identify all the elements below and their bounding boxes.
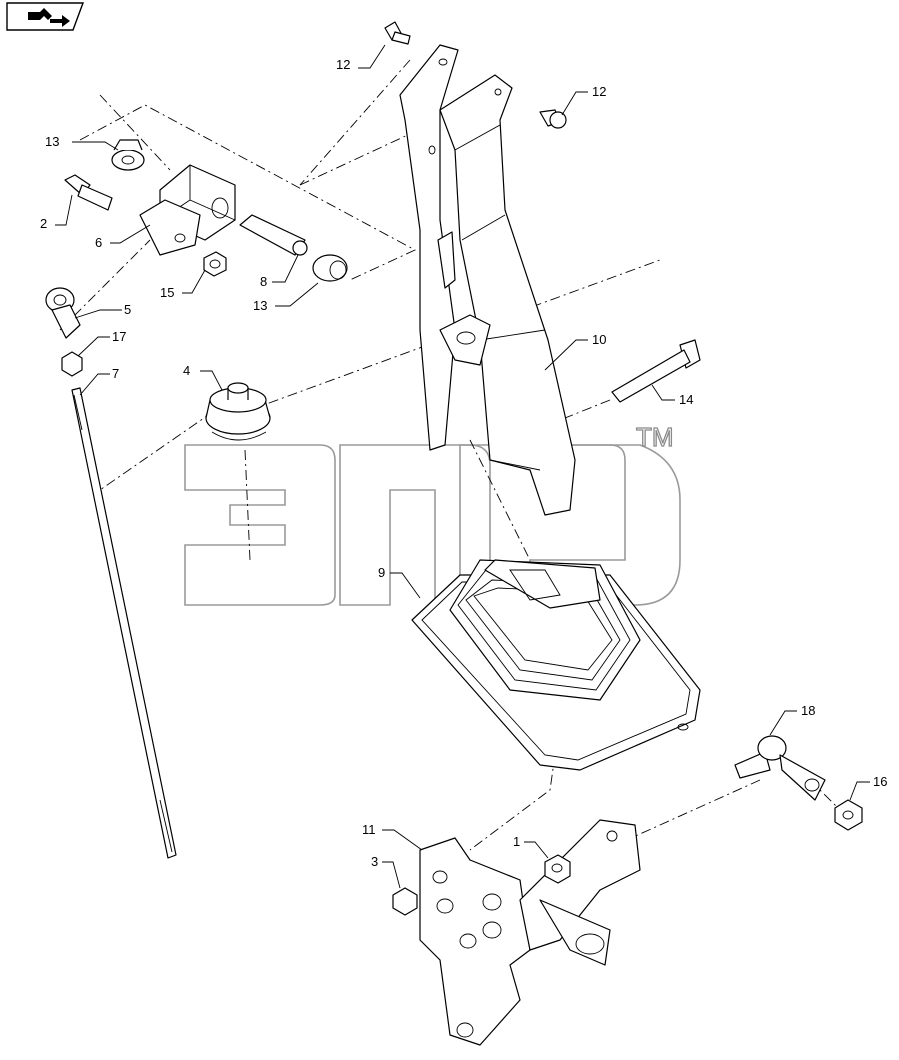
callout-18[interactable]: 18: [801, 703, 815, 718]
spacer-tube: [239, 214, 308, 256]
jam-nut-17: [61, 351, 83, 377]
shift-boot: [411, 559, 701, 771]
lock-nut-15: [203, 251, 227, 277]
callout-15[interactable]: 15: [160, 285, 174, 300]
mount-bracket: [139, 164, 236, 256]
callout-4[interactable]: 4: [183, 363, 190, 378]
callout-6[interactable]: 6: [95, 235, 102, 250]
shift-rod: [71, 387, 177, 859]
screw-12-upper: [384, 21, 411, 45]
callout-2[interactable]: 2: [40, 216, 47, 231]
callout-13-upper[interactable]: 13: [45, 134, 59, 149]
callout-5[interactable]: 5: [124, 302, 131, 317]
ball-joint-5: [45, 287, 81, 339]
callout-1[interactable]: 1: [513, 834, 520, 849]
callout-12-right[interactable]: 12: [592, 84, 606, 99]
bushing-lower: [312, 254, 348, 282]
callout-11[interactable]: 11: [362, 822, 376, 837]
long-bolt: [611, 339, 701, 403]
callout-12-upper[interactable]: 12: [336, 57, 350, 72]
nut-3: [392, 887, 418, 916]
rod-end-18: [734, 735, 826, 801]
watermark-trademark: TM: [636, 422, 674, 452]
callout-9[interactable]: 9: [378, 565, 385, 580]
back-to-index-button[interactable]: [6, 2, 85, 31]
shift-lever: [399, 44, 576, 516]
callout-10[interactable]: 10: [592, 332, 606, 347]
return-arrow-icon: [28, 8, 70, 27]
screw-12-right: [539, 109, 567, 129]
hex-bolt: [64, 174, 113, 211]
lock-nut-16: [834, 799, 863, 831]
callout-7[interactable]: 7: [112, 366, 119, 381]
callout-8[interactable]: 8: [260, 274, 267, 289]
callout-13-lower[interactable]: 13: [253, 298, 267, 313]
upper-boot: [205, 382, 271, 441]
callout-leaders: [55, 44, 870, 889]
callout-3[interactable]: 3: [371, 854, 378, 869]
callout-14[interactable]: 14: [679, 392, 693, 407]
nut-1: [544, 854, 571, 884]
base-bracket: [419, 819, 641, 1046]
bushing-upper: [111, 139, 145, 171]
callout-labels: 12 12 13 2 6 15 8 13 5 17 7 4 10 14 9 18…: [40, 57, 887, 869]
callout-17[interactable]: 17: [112, 329, 126, 344]
callout-16[interactable]: 16: [873, 774, 887, 789]
